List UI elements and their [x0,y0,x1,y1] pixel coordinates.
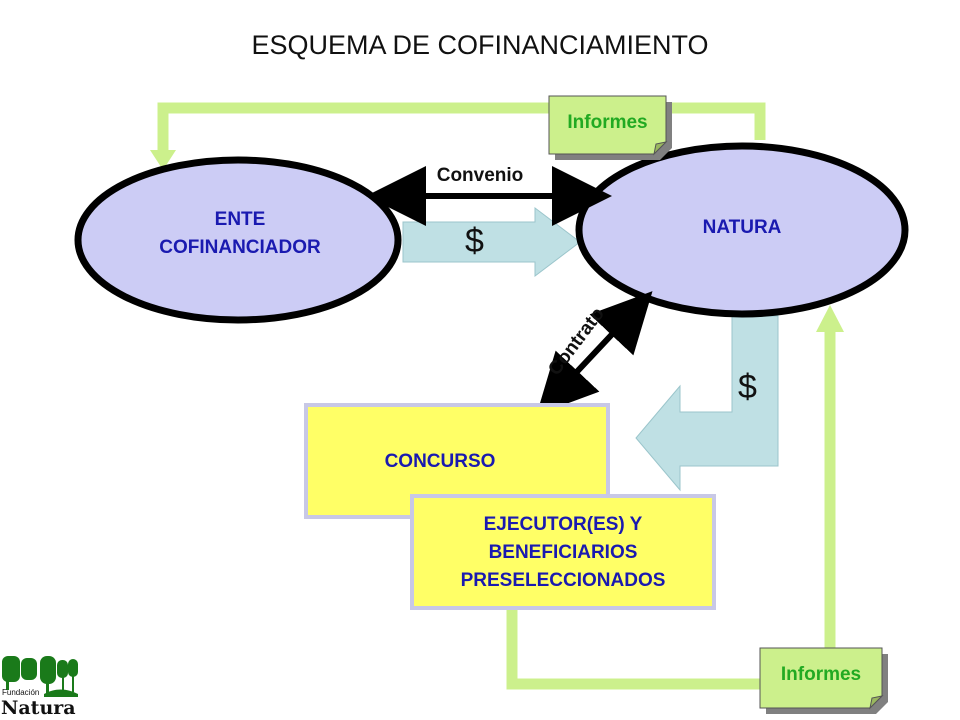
money-arrow-top [402,206,581,278]
ente-label-line1: ENTE [214,209,266,230]
report-line-bottom [506,330,836,690]
informes-note-bottom [759,647,888,714]
logo-name: Natura [1,697,76,719]
money-label-right: $ [738,368,757,406]
informes-note-top [548,95,672,160]
ejecutor-label: EJECUTOR(ES) Y BENEFICIARIOS PRESELECCIO… [418,511,708,595]
concurso-label: CONCURSO [384,451,496,472]
natura-label: NATURA [702,217,782,238]
ejecutor-label-line2: BENEFICIARIOS [488,542,638,563]
logo-small-text: Fundación [2,688,40,697]
report-line-bottom-arrowhead [816,305,844,332]
page-title: ESQUEMA DE COFINANCIAMIENTO [251,30,709,60]
report-line-top-arrowhead [150,150,176,170]
ente-label-line2: COFINANCIADOR [159,237,321,258]
ejecutor-box [410,494,716,610]
ejecutor-label-line3: PRESELECCIONADOS [460,570,666,591]
convenio-label: Convenio [436,165,524,186]
informes-label-top: Informes [567,112,648,133]
ente-label: ENTE COFINANCIADOR [140,206,340,262]
money-arrow-right [635,315,779,492]
money-label-top: $ [465,222,484,260]
ente-cofinanciador-ellipse [74,156,402,324]
contrato-arrow [536,291,653,415]
natura-logo-icon [2,656,78,697]
report-line-top [157,102,766,158]
informes-label-bottom: Informes [780,664,862,685]
natura-ellipse [575,142,909,318]
ejecutor-label-line1: EJECUTOR(ES) Y [483,514,643,535]
